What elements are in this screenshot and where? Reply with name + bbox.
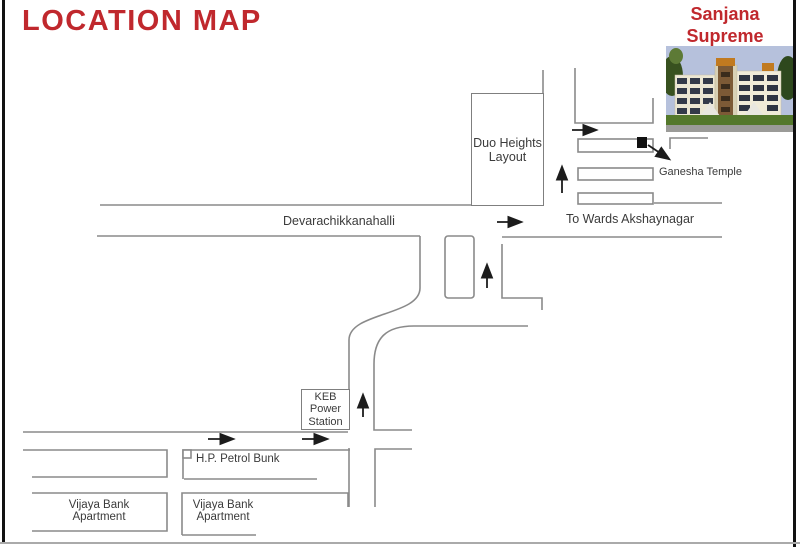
block-outline [577,138,654,153]
temple-pointer-arrow-icon [647,144,672,161]
windows [739,75,778,111]
bottom-border [0,542,800,544]
block-outline [577,192,654,205]
canopy [744,102,764,116]
block-outline [501,244,543,310]
towards-akshaynagar-label: To Wards Akshaynagar [566,212,695,226]
road-curve [373,325,528,431]
keb-label: KEB Power Station [308,390,343,428]
tower-windows [721,72,730,112]
block-outline [32,492,168,532]
petrol-pump-marker [182,449,192,459]
building-sign [716,58,735,66]
building-sign [762,63,774,71]
median-island [444,235,475,299]
right-border [793,0,796,547]
photo-grass [666,115,793,125]
page-title: LOCATION MAP [22,5,262,37]
windows [677,78,713,114]
left-border [2,0,5,542]
duo-heights-label: Duo Heights Layout [473,135,542,164]
temple-marker [637,137,647,148]
road-lines [23,68,722,536]
vijaya-bank-apartment-label-1: Vijaya Bank Apartment [68,499,130,523]
road-curve [348,236,421,389]
building-photo [666,46,793,132]
ganesha-temple-label: Ganesha Temple [659,166,742,178]
brand-name: Sanjana Supreme [686,4,764,46]
building-tower-brown [718,65,733,117]
photo-road [666,125,793,132]
vijaya-bank-apartment-label-2: Vijaya Bank Apartment [192,499,254,523]
block-outline [23,449,168,478]
tree-icon [669,48,683,64]
devarachikkanahalli-label: Devarachikkanahalli [283,214,395,228]
hp-petrol-bunk-label: H.P. Petrol Bunk [196,453,280,465]
direction-arrows [208,123,672,446]
keb-power-station-block: KEB Power Station [301,389,350,430]
road-line [374,448,412,507]
duo-heights-layout-block: Duo Heights Layout [471,93,544,206]
canopy [700,102,720,116]
block-outline [181,492,349,535]
block-outline [577,167,654,181]
block-outline [574,68,654,124]
block-outline [669,137,708,149]
